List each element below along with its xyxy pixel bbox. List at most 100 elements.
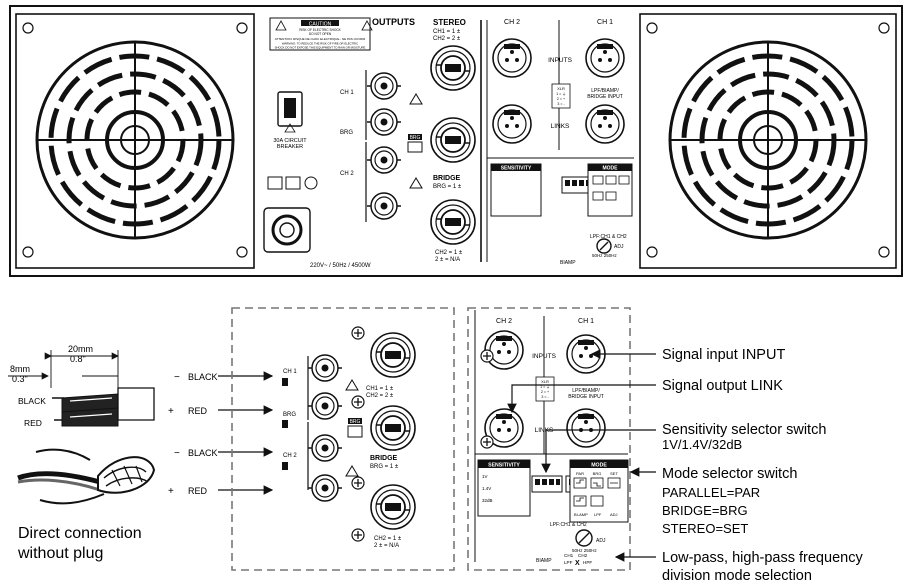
cable-prep-diagram: 20mm 0.8" 8mm 0.3" BLACK RED Direct conn… xyxy=(8,344,274,562)
bare-wire-illustration xyxy=(17,448,156,505)
close-mode-title: MODE xyxy=(591,462,607,468)
close-ch2-na-2: 2 ± = N/A xyxy=(374,543,399,549)
annotation-labels: Signal input INPUT Signal output LINK Se… xyxy=(662,347,863,584)
close-links-label: LINKS xyxy=(535,427,554,434)
cable-end xyxy=(61,387,155,427)
rear-panel: CAUTION RISK OF ELECTRIC SHOCK DO NOT OP… xyxy=(9,5,903,277)
close-brg-badge: BRG xyxy=(350,419,361,425)
inputs-closeup: CH 2 CH 1 INPUTS LINKS LPF/BIAMP/ BRIDGE… xyxy=(467,307,631,571)
close-lpf-input-2: BRIDGE INPUT xyxy=(568,394,604,400)
row-label-4: RED xyxy=(188,486,208,496)
close-mode-bottom-3: ADJ xyxy=(610,512,618,517)
top-ch2-na-1: CH2 = 1 ± xyxy=(435,250,463,256)
close-sens-row-2: 1.4V xyxy=(482,486,491,491)
stereo-title: STEREO xyxy=(433,18,466,27)
close-lpf-adjust-knob[interactable] xyxy=(575,529,593,547)
close-xlr-input-ch2[interactable] xyxy=(484,330,524,370)
close-bridge-value: BRG = 1 ± xyxy=(370,464,399,470)
attention-line: ATTENTION: RISQUE DE CHOC ELECTRIQUE - N… xyxy=(275,37,366,41)
right-fan xyxy=(639,13,897,269)
top-xlr-input-ch2[interactable] xyxy=(492,38,532,78)
close-sensitivity-switch[interactable] xyxy=(531,475,563,493)
close-speakon-bridge[interactable] xyxy=(370,405,416,451)
close-mode-bottom-1: BI-AMP xyxy=(574,512,588,517)
caution-title: CAUTION xyxy=(309,21,332,27)
caution-line-1: RISK OF ELECTRIC SHOCK xyxy=(299,28,341,32)
close-freq-label: 50Hz 250Hz xyxy=(572,548,598,553)
close-inputs-label: INPUTS xyxy=(532,353,557,360)
close-binding-ch1-a[interactable] xyxy=(307,354,343,382)
close-brg-label: BRG xyxy=(283,412,296,418)
top-ch2-na-2: 2 ± = N/A xyxy=(435,257,460,263)
circuit-breaker[interactable] xyxy=(277,91,303,133)
close-mode-switch[interactable] xyxy=(573,477,621,507)
close-mode-bottom-2: LPF xyxy=(594,512,602,517)
close-binding-ch2-b[interactable] xyxy=(307,474,343,502)
cable-red-label: RED xyxy=(24,418,42,428)
power-inlet xyxy=(263,207,311,253)
close-biamp-label: BIAMP xyxy=(536,558,552,564)
top-xlr-ch1-label: CH 1 xyxy=(597,19,613,26)
close-mode-col-set: SET xyxy=(610,471,618,476)
close-xlr-legend-1: 1 = ⏚ xyxy=(540,384,550,389)
top-mode-switch[interactable] xyxy=(592,175,630,201)
annot-signal-input: Signal input INPUT xyxy=(662,347,785,363)
top-links-label: LINKS xyxy=(551,123,570,130)
speakon-top-ch2[interactable] xyxy=(430,199,476,245)
speakon-top-bridge[interactable] xyxy=(430,117,476,163)
close-ch2-label: CH 2 xyxy=(283,453,297,459)
close-speakon-stereo[interactable] xyxy=(370,332,416,378)
top-xlr-link-ch1[interactable] xyxy=(585,104,625,144)
close-xlr-ch2-label: CH 2 xyxy=(496,318,512,325)
breaker-label-1: 30A CIRCUIT xyxy=(273,138,307,144)
top-inputs-label: INPUTS xyxy=(548,57,573,64)
annot-lowpass-2: division mode selection xyxy=(662,568,812,584)
outputs-closeup: CH 1 BRG CH 2 BRG CH1 = 1 ± CH2 = 2 ± BR… xyxy=(231,307,455,571)
close-lpf-x-hpf-lpf: LPF xyxy=(564,560,573,565)
top-bridge-title: BRIDGE xyxy=(433,175,461,182)
top-lpf-input-2: BRIDGE INPUT xyxy=(587,94,623,100)
top-xlr-link-ch2[interactable] xyxy=(492,104,532,144)
top-brg-label: BRG xyxy=(340,130,353,136)
stereo-ch2: CH2 = 2 ± xyxy=(433,36,461,42)
close-lpf-x-hpf-ch2: CH2 xyxy=(578,553,588,558)
compliance-icons xyxy=(267,176,318,190)
row-sign-3: − xyxy=(174,448,180,459)
row-sign-2: + xyxy=(168,406,174,417)
direct-connection-line-1: Direct connection xyxy=(18,525,142,542)
top-xlr-legend-3: 3 = - xyxy=(557,102,565,106)
row-sign-4: + xyxy=(168,486,174,497)
annot-sensitivity-1: Sensitivity selector switch xyxy=(662,422,826,438)
close-sens-row-3: 32dB xyxy=(482,498,493,503)
left-fan xyxy=(15,13,255,269)
annot-lowpass-1: Low-pass, high-pass frequency xyxy=(662,550,863,566)
top-bridge-value: BRG = 1 ± xyxy=(433,184,462,190)
row-sign-1: − xyxy=(174,372,180,383)
dim-8mm: 8mm xyxy=(10,364,30,374)
close-binding-ch1-b[interactable] xyxy=(307,392,343,420)
close-xlr-link-ch1[interactable] xyxy=(566,408,606,448)
annot-signal-output: Signal output LINK xyxy=(662,378,783,394)
close-lpf-label: LPF:CH1 & CH2 xyxy=(550,522,587,528)
top-xlr-input-ch1[interactable] xyxy=(585,38,625,78)
row-label-3: BLACK xyxy=(188,448,218,458)
cable-black-label: BLACK xyxy=(18,396,46,406)
annot-mode-4: STEREO=SET xyxy=(662,521,748,536)
caution-label: CAUTION RISK OF ELECTRIC SHOCK DO NOT OP… xyxy=(269,17,373,51)
caution-line-2: DO NOT OPEN xyxy=(309,32,332,36)
close-adj-label: ADJ xyxy=(596,538,606,544)
close-speakon-ch2[interactable] xyxy=(370,484,416,530)
top-lpf-adjust-knob[interactable] xyxy=(596,238,612,254)
direct-connection-line-2: without plug xyxy=(17,545,103,562)
top-xlr-ch2-label: CH 2 xyxy=(504,19,520,26)
dim-03: 0.3" xyxy=(12,374,28,384)
top-sensitivity-title: SENSITIVITY xyxy=(501,166,532,172)
close-binding-ch2-a[interactable] xyxy=(307,434,343,462)
close-sensitivity-title: SENSITIVITY xyxy=(488,462,520,468)
close-xlr-ch1-label: CH 1 xyxy=(578,318,594,325)
annot-mode-3: BRIDGE=BRG xyxy=(662,503,748,518)
close-mode-col-brg: BRG xyxy=(593,471,602,476)
speakon-top-stereo[interactable] xyxy=(430,45,476,91)
close-sens-row-1: 1V xyxy=(482,474,488,479)
